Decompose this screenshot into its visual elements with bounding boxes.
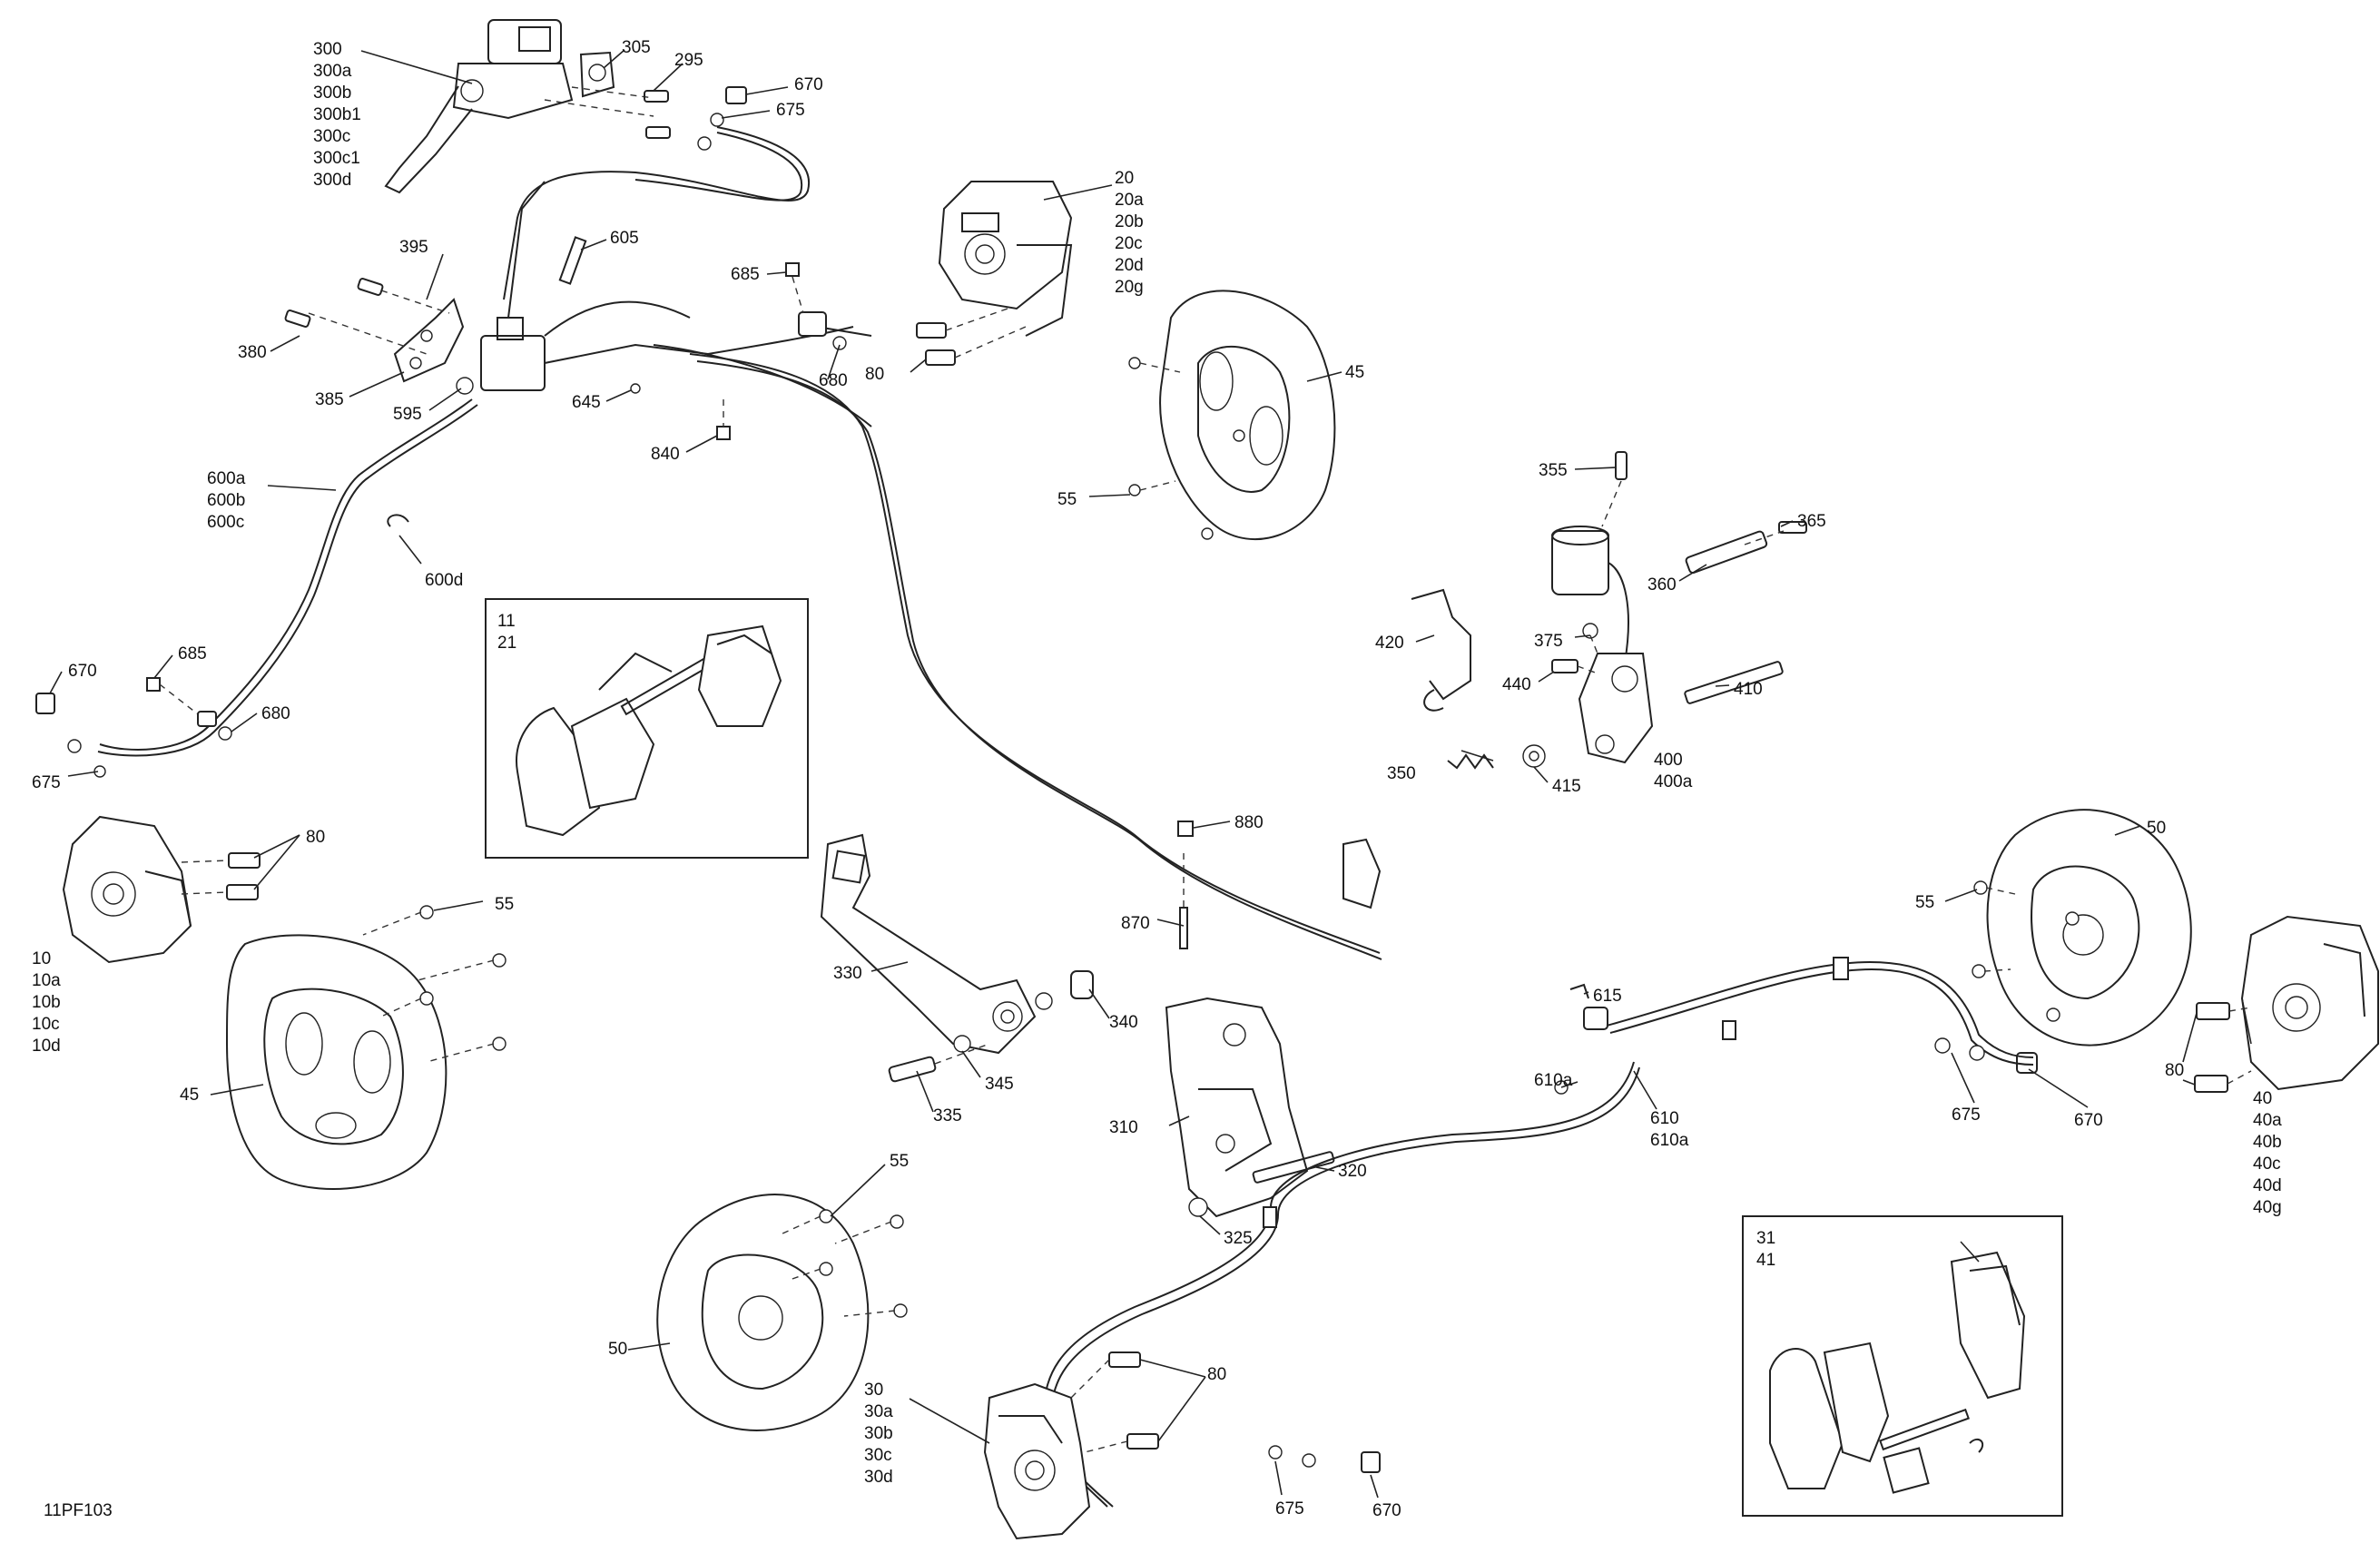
label-80: 80: [2165, 1061, 2184, 1080]
label-680: 680: [819, 371, 848, 390]
label-675: 675: [32, 773, 61, 792]
rear-brake-disc-right: [1986, 809, 2192, 1047]
label-45: 45: [180, 1086, 199, 1105]
leader-lines: [49, 49, 2252, 1499]
front-brake-disc-left: [225, 934, 447, 1190]
label-675: 675: [776, 101, 805, 120]
label-675: 675: [1275, 1499, 1304, 1518]
label-330: 330: [833, 964, 862, 983]
label-610: 610 610a: [1650, 1109, 1689, 1150]
label-50: 50: [608, 1340, 627, 1359]
label-10: 10 10a 10b 10c 10d: [32, 949, 65, 1056]
label-30: 30 30a 30b 30c 30d: [864, 1381, 898, 1487]
label-335: 335: [933, 1106, 962, 1125]
abs-junction-block: [480, 181, 709, 391]
label-295: 295: [674, 51, 703, 70]
label-365: 365: [1797, 512, 1826, 531]
front-brake-disc-right: [1159, 290, 1336, 541]
label-610a: 610a: [1534, 1071, 1573, 1090]
front-brake-hose-left: [99, 398, 473, 751]
label-395: 395: [399, 238, 428, 257]
fitting-685-680-abs: [785, 262, 872, 350]
label-415: 415: [1552, 777, 1581, 796]
label-375: 375: [1534, 632, 1563, 651]
label-685: 685: [178, 644, 207, 663]
label-595: 595: [393, 405, 422, 424]
caliper-bolts-80-left: [226, 852, 261, 900]
fittings-670-675-top: [697, 86, 747, 151]
hose-bracket-385: [393, 298, 465, 383]
inset-front-brake-pads: [485, 598, 809, 859]
banjo-bolts-295: [644, 90, 671, 139]
label-45: 45: [1345, 363, 1364, 382]
label-870: 870: [1121, 914, 1150, 933]
inset-rear-brake-pads: [1742, 1215, 2063, 1517]
label-380: 380: [238, 343, 267, 362]
brake-pedal: [820, 833, 1037, 1055]
label-420: 420: [1375, 634, 1404, 653]
front-brake-hose-upper: [503, 126, 811, 300]
label-355: 355: [1539, 461, 1568, 480]
label-300: 300 300a 300b 300b1 300c 300c1 300d: [313, 40, 366, 190]
label-325: 325: [1224, 1229, 1253, 1248]
label-360: 360: [1647, 575, 1677, 595]
label-670: 670: [2074, 1111, 2103, 1130]
label-675: 675: [1952, 1106, 1981, 1125]
label-385: 385: [315, 390, 344, 409]
rear-brake-light-switch: [1411, 588, 1471, 701]
rear-master-cylinder: [1551, 526, 1654, 764]
front-master-cylinder: [384, 19, 615, 194]
rear-brake-disc-bottom: [656, 1194, 870, 1431]
label-680: 680: [261, 704, 290, 723]
label-615: 615: [1593, 987, 1622, 1006]
label-31: 31 41: [1756, 1229, 1780, 1270]
label-20: 20 20a 20b 20c 20d 20g: [1115, 169, 1148, 297]
label-350: 350: [1387, 764, 1416, 783]
label-670: 670: [794, 75, 823, 94]
label-55: 55: [890, 1152, 909, 1171]
front-caliper-right: [938, 181, 1073, 337]
caliper-bracket-310: [1165, 997, 1309, 1218]
figure-id: 11PF103: [44, 1501, 113, 1520]
label-685: 685: [731, 265, 760, 284]
rear-pad-set-drawing: [1769, 1251, 2026, 1494]
label-600: 600a 600b 600c: [207, 469, 251, 532]
label-55: 55: [495, 895, 514, 914]
label-340: 340: [1109, 1013, 1138, 1032]
rear-caliper-bottom: [983, 1382, 1091, 1540]
label-670: 670: [68, 662, 97, 681]
front-pad-set-drawing: [516, 624, 782, 837]
label-11: 11 21: [497, 612, 520, 653]
label-310: 310: [1109, 1118, 1138, 1137]
label-50: 50: [2147, 819, 2166, 838]
label-320: 320: [1338, 1162, 1367, 1181]
front-caliper-left: [62, 815, 192, 964]
label-440: 440: [1502, 675, 1531, 694]
label-410: 410: [1734, 680, 1763, 699]
label-840: 840: [651, 445, 680, 464]
label-880: 880: [1234, 813, 1264, 832]
rear-brake-line: [689, 353, 1381, 954]
rear-caliper-right: [2240, 915, 2379, 1091]
label-670: 670: [1372, 1501, 1401, 1520]
label-80: 80: [1207, 1365, 1226, 1384]
label-345: 345: [985, 1075, 1014, 1094]
label-80: 80: [306, 828, 325, 847]
label-55: 55: [1057, 490, 1077, 509]
label-305: 305: [622, 38, 651, 57]
callout-labels: 300 300a 300b 300b1 300c 300c1 300d 305 …: [32, 38, 2287, 1520]
label-600d: 600d: [425, 571, 463, 590]
label-645: 645: [572, 393, 601, 412]
label-400: 400 400a: [1654, 751, 1693, 791]
label-40: 40 40a 40b 40c 40d 40g: [2253, 1089, 2287, 1217]
label-80: 80: [865, 365, 884, 384]
label-605: 605: [610, 229, 639, 248]
label-55: 55: [1915, 893, 1934, 912]
